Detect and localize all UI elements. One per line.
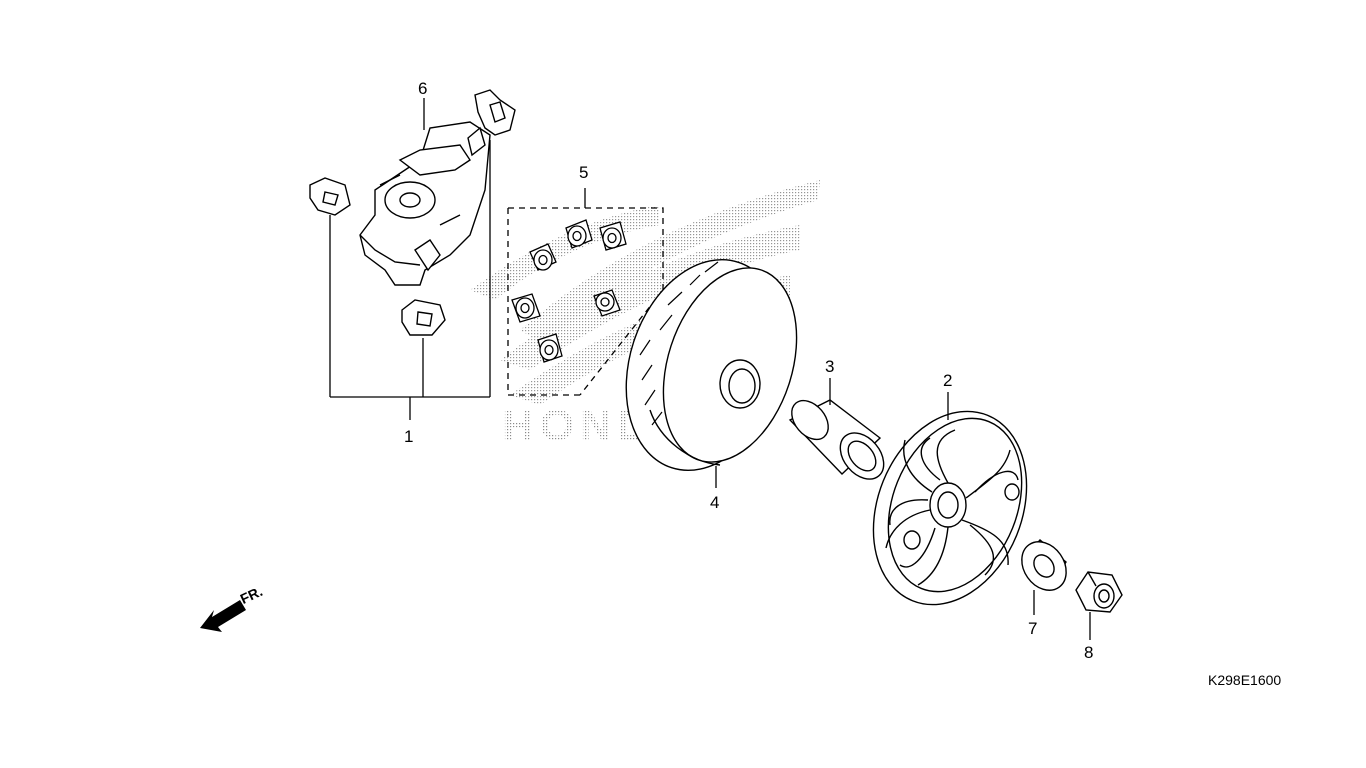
roller-1 bbox=[565, 219, 593, 249]
washer bbox=[1021, 539, 1067, 591]
callout-1-bracket bbox=[329, 140, 491, 420]
callout-label-4: 4 bbox=[710, 493, 720, 512]
callout-label-8: 8 bbox=[1084, 643, 1094, 662]
roller-3 bbox=[599, 221, 627, 251]
callout-label-6: 6 bbox=[418, 79, 428, 98]
flange-nut bbox=[1075, 571, 1123, 613]
callout-label-3: 3 bbox=[825, 357, 835, 376]
drawing-code: K298E1600 bbox=[1208, 672, 1282, 688]
callout-label-5: 5 bbox=[579, 163, 589, 182]
roller-4 bbox=[511, 293, 541, 323]
roller-6 bbox=[537, 333, 563, 363]
callout-label-2: 2 bbox=[943, 371, 953, 390]
slider-piece-left bbox=[309, 177, 351, 216]
drive-face-collar bbox=[788, 399, 885, 480]
weight-rollers bbox=[511, 219, 627, 363]
callout-label-7: 7 bbox=[1028, 619, 1038, 638]
slider-piece-bottom bbox=[401, 299, 446, 336]
ramp-plate bbox=[359, 121, 491, 286]
front-direction-arrow bbox=[200, 600, 246, 632]
roller-5 bbox=[593, 289, 621, 317]
slider-piece-top bbox=[474, 89, 516, 136]
roller-2 bbox=[529, 243, 557, 271]
drive-face-fan bbox=[872, 410, 1028, 606]
movable-drive-face bbox=[625, 259, 798, 471]
callout-label-1: 1 bbox=[404, 427, 414, 446]
